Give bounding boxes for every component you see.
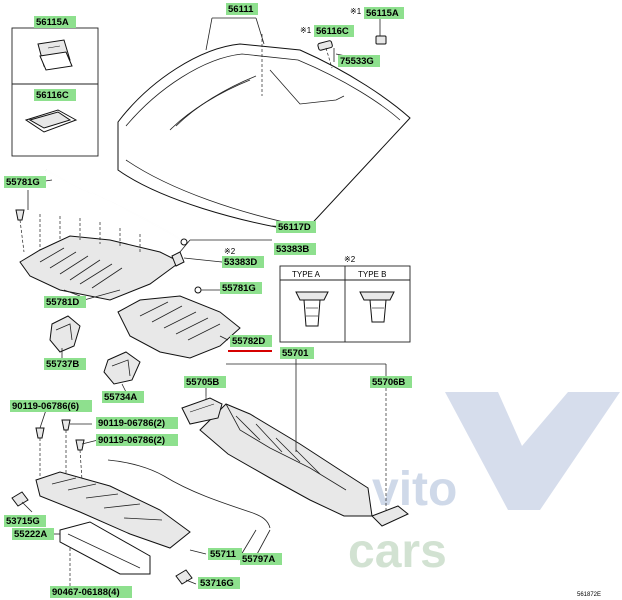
svg-text:55706B: 55706B (372, 377, 405, 388)
cowl-clip-left (15, 209, 25, 253)
type-b-label: TYPE B (358, 270, 386, 279)
svg-text:55781G: 55781G (222, 283, 256, 294)
notes: ※1 ※1 ※2 ※2 561872E (224, 7, 601, 598)
label-56117D[interactable]: 56117D (276, 221, 316, 233)
label-55734A[interactable]: 55734A (102, 391, 144, 403)
svg-text:90119-06786(2): 90119-06786(2) (98, 435, 165, 446)
label-55781G-b[interactable]: 55781G (220, 282, 262, 294)
svg-text:53383B: 53383B (276, 244, 309, 255)
svg-text:75533G: 75533G (340, 56, 374, 67)
cowl-louver-lower (117, 286, 241, 359)
label-53715G[interactable]: 53715G (4, 515, 46, 527)
note-mark2: ※2 (224, 247, 236, 256)
label-90119-6[interactable]: 90119-06786(6) (10, 400, 92, 412)
svg-text:55737B: 55737B (46, 359, 79, 370)
cowl-brackets (49, 315, 141, 385)
cowl-lower-assembly (11, 419, 271, 593)
svg-text:55711: 55711 (210, 549, 237, 560)
svg-text:56115A: 56115A (36, 17, 69, 28)
label-55797A[interactable]: 55797A (240, 553, 282, 565)
svg-text:53715G: 53715G (6, 516, 40, 527)
svg-text:56116C: 56116C (316, 26, 349, 37)
label-56116C-top[interactable]: 56116C (314, 25, 354, 37)
svg-text:56111: 56111 (228, 4, 254, 15)
label-90119-2b[interactable]: 90119-06786(2) (96, 434, 178, 446)
label-55737B[interactable]: 55737B (44, 358, 86, 370)
svg-text:56115A: 56115A (366, 8, 399, 19)
svg-text:55701: 55701 (282, 348, 309, 359)
svg-text:55781G: 55781G (6, 177, 40, 188)
label-55711[interactable]: 55711 (208, 548, 242, 560)
windshield-glass (117, 43, 411, 233)
label-55222A[interactable]: 55222A (12, 528, 54, 540)
cowl-louver-upper (19, 214, 181, 301)
label-55705B[interactable]: 55705B (184, 376, 226, 388)
svg-text:53716G: 53716G (200, 578, 234, 589)
label-55781D[interactable]: 55781D (44, 296, 86, 308)
svg-text:90467-06188(4): 90467-06188(4) (52, 587, 120, 598)
label-56116C-side[interactable]: 56116C (34, 89, 76, 101)
note-mark2-box: ※2 (344, 255, 356, 264)
svg-text:53383D: 53383D (224, 257, 257, 268)
label-56111[interactable]: 56111 (226, 3, 258, 15)
label-90467[interactable]: 90467-06188(4) (50, 586, 132, 598)
watermark-v-logo (445, 392, 620, 510)
svg-text:56117D: 56117D (278, 222, 311, 233)
label-55706B[interactable]: 55706B (370, 376, 412, 388)
hood-clip (171, 239, 272, 267)
svg-text:90119-06786(6): 90119-06786(6) (12, 401, 79, 412)
label-55701[interactable]: 55701 (280, 347, 314, 359)
svg-text:55797A: 55797A (242, 554, 275, 565)
svg-text:90119-06786(2): 90119-06786(2) (98, 418, 165, 429)
watermark-brand-top: vito (372, 463, 457, 516)
svg-text:55781D: 55781D (46, 297, 79, 308)
svg-text:56116C: 56116C (36, 90, 69, 101)
type-a-label: TYPE A (292, 270, 321, 279)
label-56115A-side[interactable]: 56115A (34, 16, 76, 28)
svg-text:55782D: 55782D (232, 336, 265, 347)
figure-id: 561872E (577, 592, 601, 598)
part-labels: 56111 56115A 56116C 75533G 56115A 56116C… (4, 3, 412, 598)
svg-text:55222A: 55222A (14, 529, 47, 540)
note-mark1-b: ※1 (300, 26, 312, 35)
label-90119-2a[interactable]: 90119-06786(2) (96, 417, 178, 429)
svg-text:55705B: 55705B (186, 377, 219, 388)
label-53716G[interactable]: 53716G (198, 577, 240, 589)
watermark: vito cars (348, 392, 620, 578)
cowl-weatherstrip (45, 169, 188, 246)
note-mark1-a: ※1 (350, 7, 362, 16)
label-75533G[interactable]: 75533G (338, 55, 380, 67)
label-55781G-a[interactable]: 55781G (4, 176, 46, 188)
label-53383B[interactable]: 53383B (274, 243, 316, 255)
watermark-brand-bottom: cars (348, 525, 447, 578)
label-53383D[interactable]: 53383D (222, 256, 264, 268)
label-56115A-top[interactable]: 56115A (364, 7, 404, 19)
svg-text:55734A: 55734A (104, 392, 137, 403)
clip-inset (11, 27, 99, 157)
clip-type-legend: TYPE A TYPE B (279, 265, 411, 343)
glass-clips (261, 34, 387, 96)
label-55782D[interactable]: 55782D (230, 335, 272, 347)
